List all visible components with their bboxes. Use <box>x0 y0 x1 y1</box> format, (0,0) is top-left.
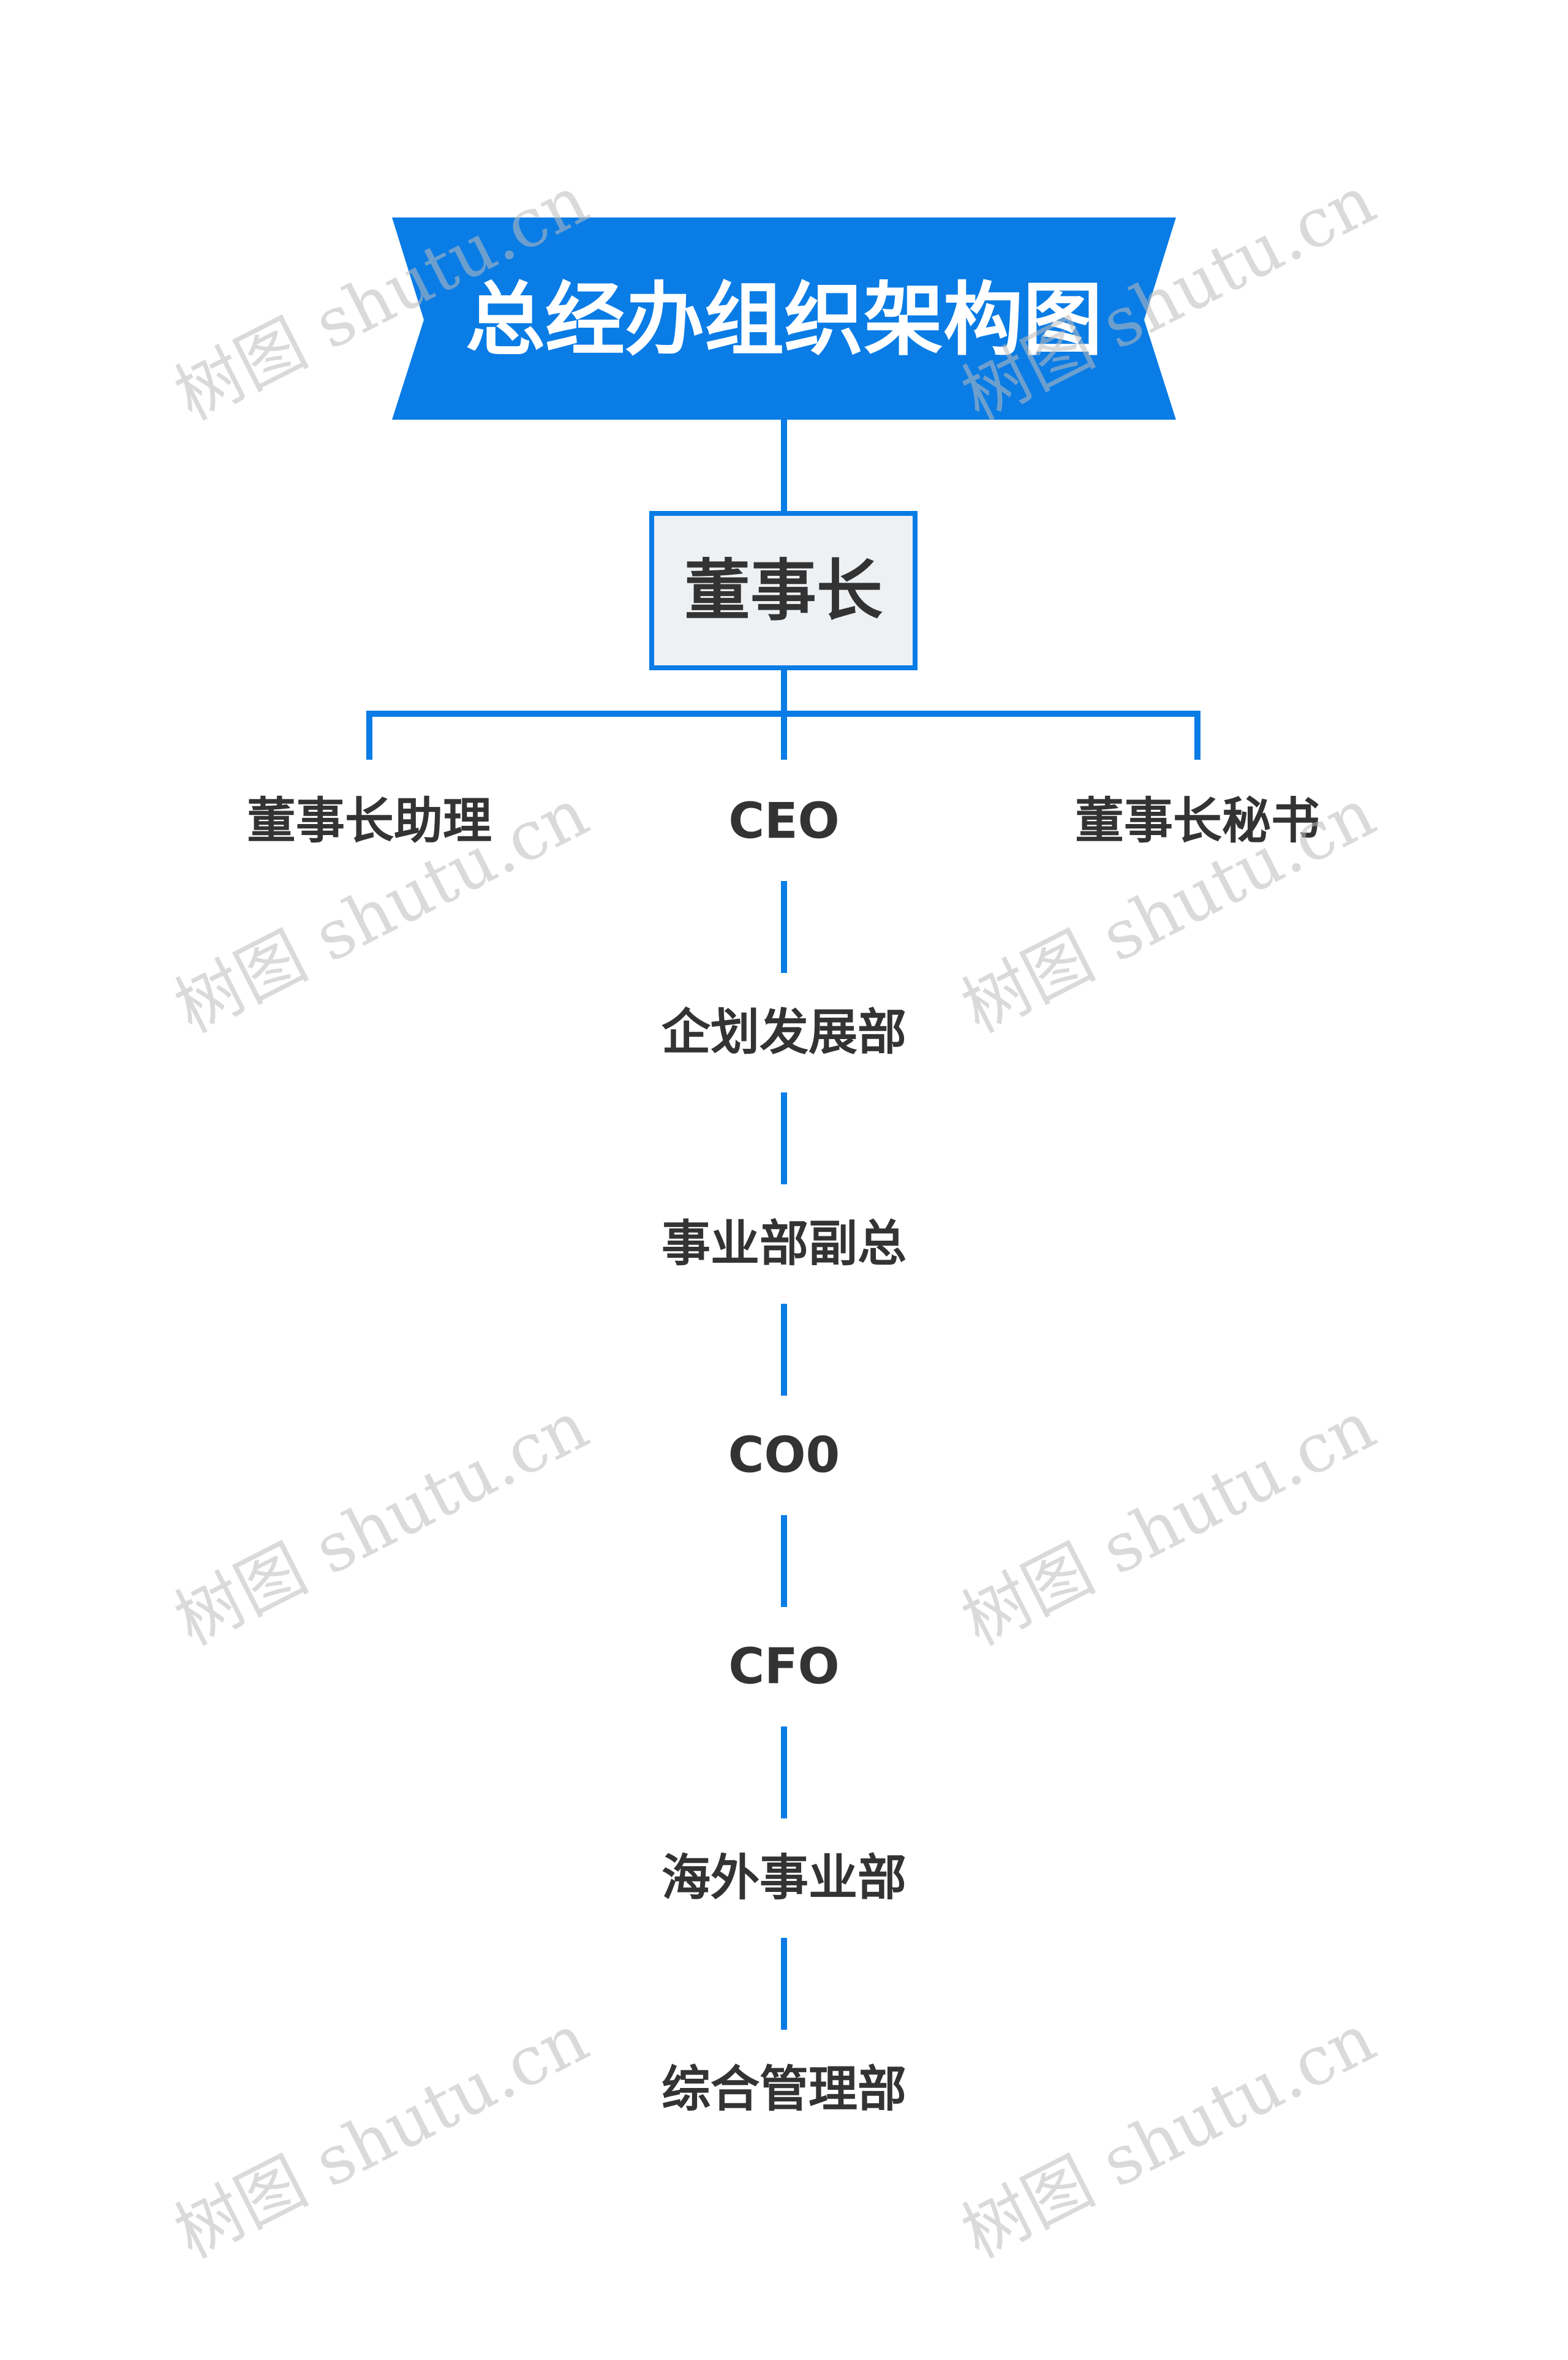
chain-node-coo: CO0 <box>728 1427 840 1484</box>
watermark: 树图 shutu.cn <box>163 1999 600 2273</box>
watermark: 树图 shutu.cn <box>163 1386 600 1660</box>
chain-node-division-vp: 事业部副总 <box>662 1216 907 1273</box>
branch-node-chairman-secretary: 董事长秘书 <box>1075 793 1320 850</box>
root-node-label: 董事长 <box>684 553 883 630</box>
chain-node-general-admin-dept: 综合管理部 <box>662 2061 907 2118</box>
diagram-title: 总经办组织架构图 <box>466 273 1102 366</box>
title-banner <box>392 217 1176 420</box>
watermark: 树图 shutu.cn <box>950 1999 1387 2273</box>
chain-node-cfo: CFO <box>728 1638 839 1695</box>
branch-node-chairman-assistant: 董事长助理 <box>247 793 492 850</box>
branch-node-ceo: CEO <box>728 793 839 850</box>
chain-node-planning-dept: 企划发展部 <box>662 1004 907 1061</box>
chain-node-overseas-dept: 海外事业部 <box>662 1850 907 1907</box>
watermark: 树图 shutu.cn <box>950 1386 1387 1660</box>
